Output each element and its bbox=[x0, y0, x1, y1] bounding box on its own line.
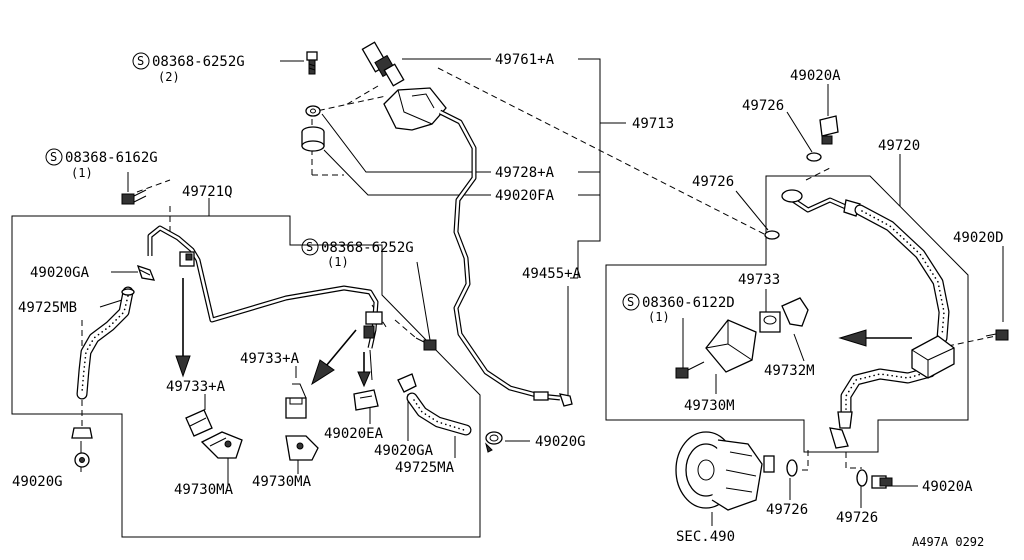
label-49020GA-mid: 49020GA bbox=[374, 443, 434, 459]
label-49733: 49733 bbox=[738, 272, 780, 288]
washer-49726-b1 bbox=[786, 459, 798, 477]
label-49713: 49713 bbox=[632, 116, 674, 132]
label-49020GA-left: 49020GA bbox=[30, 265, 90, 281]
right-group-border bbox=[605, 175, 969, 453]
screw-symbol-mid bbox=[301, 238, 319, 256]
label-49725MB: 49725MB bbox=[18, 300, 77, 316]
insulator-49733A-mid bbox=[285, 383, 307, 419]
label-49726-left: 49726 bbox=[692, 174, 734, 190]
label-screw-top-qty: (2) bbox=[158, 70, 180, 84]
hose-49720 bbox=[781, 189, 950, 418]
pipe-49713 bbox=[438, 109, 561, 401]
bolt-08368-6252G-mid bbox=[415, 337, 437, 351]
hose-49725MB bbox=[76, 286, 135, 400]
insulator-49733 bbox=[759, 311, 781, 333]
label-screw-left: 08368-6162G bbox=[65, 150, 158, 166]
label-49732M: 49732M bbox=[764, 363, 815, 379]
clamp-49730MA-left bbox=[200, 431, 243, 459]
pipe-clamp-left bbox=[179, 251, 195, 267]
hose-bracket bbox=[911, 335, 955, 379]
label-screw-mid: 08368-6252G bbox=[321, 240, 414, 256]
label-49721Q: 49721Q bbox=[182, 184, 233, 200]
pressure-pipe-assembly bbox=[361, 41, 573, 407]
hose-clip-49020GA-mid bbox=[397, 373, 417, 393]
label-49020A-bottom: 49020A bbox=[922, 479, 973, 495]
washer-49726-b2 bbox=[856, 469, 868, 487]
hose-fitting-lower bbox=[829, 411, 853, 449]
washer-49726-left bbox=[764, 230, 780, 240]
pipe-clamp-mid bbox=[363, 311, 383, 381]
bracket-49732M bbox=[781, 297, 809, 327]
hose-clamp-49020G-right bbox=[485, 431, 503, 453]
label-49730MA-mid: 49730MA bbox=[252, 474, 312, 490]
hose-clamp-49020G-left bbox=[71, 427, 93, 468]
label-49730M: 49730M bbox=[684, 398, 735, 414]
label-49020A-top: 49020A bbox=[790, 68, 841, 84]
grommet-49020FA bbox=[301, 126, 325, 152]
clamp-49730M bbox=[705, 319, 757, 373]
bolt-08368-6162G bbox=[121, 189, 147, 205]
label-49726-bottom-2: 49726 bbox=[836, 510, 878, 526]
pressure-switch-connector bbox=[361, 41, 405, 87]
label-49720: 49720 bbox=[878, 138, 920, 154]
label-49020G-right: 49020G bbox=[535, 434, 586, 450]
power-steering-pump bbox=[675, 431, 775, 511]
direction-arrows-left-group bbox=[175, 278, 371, 388]
label-49733A-left: 49733+A bbox=[166, 379, 226, 395]
label-49020D: 49020D bbox=[953, 230, 1004, 246]
screw-symbol-left bbox=[45, 148, 63, 166]
screw-symbol-right-text: S bbox=[627, 295, 634, 309]
screw-symbol-top bbox=[132, 52, 150, 70]
washer-49728A bbox=[305, 105, 321, 117]
label-screw-top: 08368-6252G bbox=[152, 54, 245, 70]
screw-symbol-mid-text: S bbox=[306, 240, 313, 254]
label-49020FA: 49020FA bbox=[495, 188, 555, 204]
label-49726-top: 49726 bbox=[742, 98, 784, 114]
label-sec490: SEC.490 bbox=[676, 529, 735, 545]
screw-symbol-top-text: S bbox=[137, 54, 144, 68]
label-49728A: 49728+A bbox=[495, 165, 555, 181]
hose-49725MA bbox=[406, 392, 472, 436]
label-49725MA: 49725MA bbox=[395, 460, 455, 476]
washer-49726-top bbox=[806, 152, 822, 162]
label-49733A-mid: 49733+A bbox=[240, 351, 300, 367]
clamp-49730MA-mid bbox=[285, 435, 319, 461]
screw-symbol-left-text: S bbox=[50, 150, 57, 164]
union-bolt-49020A-top bbox=[819, 115, 839, 145]
union-bolt-49020A-bottom bbox=[871, 475, 893, 489]
label-screw-right: 08360-6122D bbox=[642, 295, 735, 311]
label-screw-right-qty: (1) bbox=[648, 310, 670, 324]
label-screw-left-qty: (1) bbox=[71, 166, 93, 180]
diagram-code: A497A 0292 bbox=[912, 535, 984, 549]
label-49761A: 49761+A bbox=[495, 52, 555, 68]
label-49020EA: 49020EA bbox=[324, 426, 384, 442]
clip-49020EA bbox=[353, 389, 379, 411]
label-49455A: 49455+A bbox=[522, 266, 582, 282]
screw-symbol-right bbox=[622, 293, 640, 311]
label-screw-mid-qty: (1) bbox=[327, 255, 349, 269]
left-group-border bbox=[11, 215, 481, 538]
pipe-bracket bbox=[383, 87, 447, 131]
bolt-08360-6122D bbox=[675, 361, 705, 379]
insulator-49733A-left bbox=[185, 409, 213, 437]
bolt-49020D bbox=[985, 329, 1009, 341]
bolt-08368-6252G-top bbox=[306, 51, 318, 75]
leader-lines bbox=[80, 58, 1004, 526]
label-49020G-left: 49020G bbox=[12, 474, 63, 490]
label-49730MA-left: 49730MA bbox=[174, 482, 234, 498]
hose-clip-49020GA-left bbox=[136, 264, 156, 281]
label-49726-bottom-1: 49726 bbox=[766, 502, 808, 518]
